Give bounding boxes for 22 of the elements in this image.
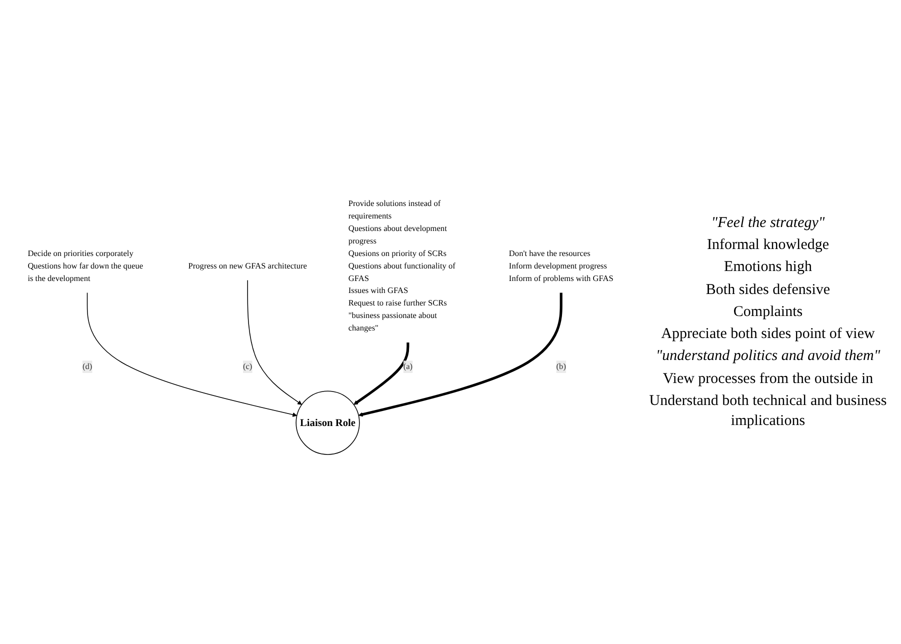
edge-label: (d) <box>82 362 92 371</box>
arrow <box>86 292 298 417</box>
note-text: View processes from the outside in <box>662 370 874 388</box>
arrow <box>247 280 302 405</box>
node-circle: Liaison Role <box>296 390 360 455</box>
note-text: "understand politics and avoid them" <box>654 347 882 366</box>
edge-label: (c) <box>242 362 252 371</box>
note-text: Understand both technical and business implications <box>648 392 888 431</box>
arrow <box>354 342 410 405</box>
note-text: Informal knowledge <box>706 236 830 255</box>
edge-label: (a) <box>403 362 413 371</box>
note-text: Appreciate both sides point of view <box>660 325 876 344</box>
node-text: Progress on new GFAS architecture <box>188 261 307 270</box>
arrow <box>358 292 562 416</box>
note-text: "Feel the strategy" <box>710 214 826 233</box>
edge-label: (b) <box>556 362 566 371</box>
note-text: Both sides defensive <box>704 280 832 300</box>
note-text: Complaints <box>732 302 804 322</box>
note-text: Emotions high <box>723 258 813 278</box>
node-text: Don't have the resources Inform development progress Inform of problems with GFAS <box>508 248 614 283</box>
node-text: Provide solutions instead of requirements Questions about development progress Quesions on priority of SCRs Questions about functionality of GFAS Issues with GFAS Request to raise further SCRs "business passionate about changes" <box>348 199 456 332</box>
node-text: Decide on priorities corporately Questions how far down the queue is the development <box>28 248 144 283</box>
